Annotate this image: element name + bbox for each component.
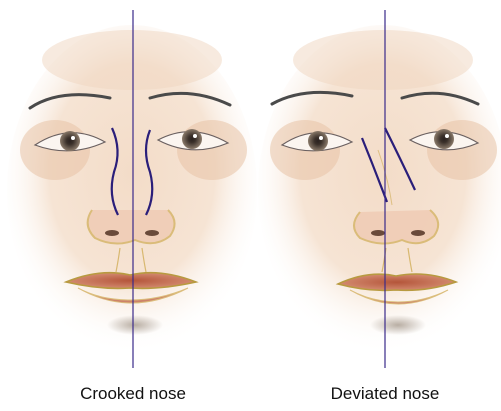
forehead-shade: [42, 30, 222, 90]
caption-deviated-nose: Deviated nose: [270, 384, 500, 404]
nose-base: [354, 210, 438, 244]
cheek-shade-right: [427, 120, 497, 180]
left-pupil-highlight: [319, 136, 323, 140]
right-pupil-highlight: [193, 134, 197, 138]
nostril-right: [145, 230, 159, 236]
nostril-right: [411, 230, 425, 236]
forehead-shade: [293, 30, 473, 90]
chin-shadow: [370, 315, 426, 335]
cheek-shade-right: [177, 120, 247, 180]
right-iris: [434, 129, 454, 149]
face-deviated: [258, 10, 501, 368]
left-iris: [308, 131, 328, 151]
right-pupil-highlight: [445, 134, 449, 138]
left-iris: [60, 131, 80, 151]
caption-crooked-nose: Crooked nose: [18, 384, 248, 404]
nostril-left: [371, 230, 385, 236]
nostril-left: [105, 230, 119, 236]
chin-shadow: [107, 315, 163, 335]
right-iris: [182, 129, 202, 149]
left-pupil-highlight: [71, 136, 75, 140]
face-crooked: [7, 10, 257, 368]
nose-base: [88, 210, 175, 244]
